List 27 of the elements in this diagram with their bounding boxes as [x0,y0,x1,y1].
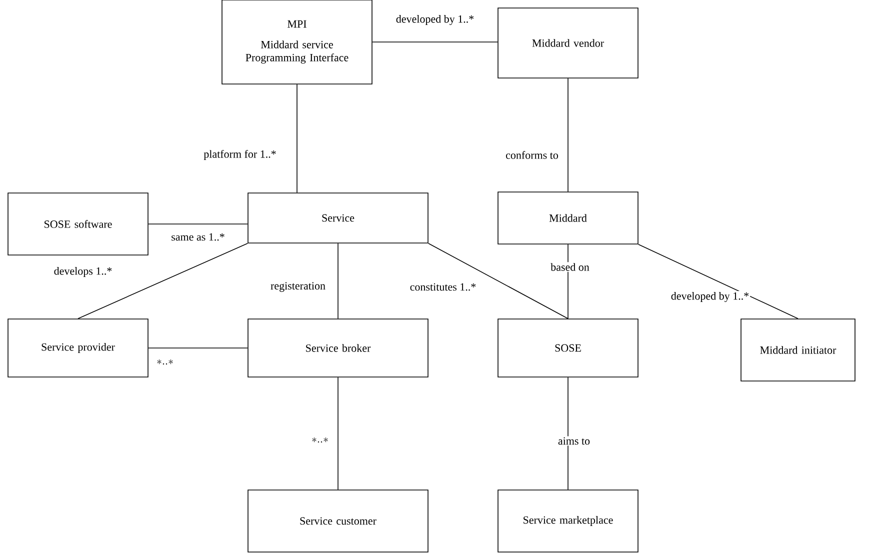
edge-label: aims to [556,436,592,446]
class-box: Middard initiator [740,318,856,382]
edge-label: same as 1..* [170,232,226,242]
edge-label: $*..*$ [156,358,174,366]
association-line [296,84,298,193]
class-box: MPI Middard service Programming Interface [222,0,372,84]
association-line [428,242,568,319]
class-box: Middard [498,192,638,244]
class-box: Service [248,192,428,244]
edge-label: conforms to [504,150,560,160]
edge-label: constitutes 1..* [408,282,478,292]
association-line [78,242,248,319]
class-box: SOSE software [8,192,148,256]
edge-label: developed by 1..* [394,14,476,26]
edge-label: $*..*$ [310,436,330,444]
edge-label: develops 1..* [52,266,114,278]
edge-label: developed by 1..* [670,290,750,303]
edge-label: registeration [270,281,326,293]
class-box: Service broker [248,318,428,378]
class-box: Service provider [8,318,148,378]
class-box: SOSE [498,318,638,378]
class-box: Middard vendor [498,8,638,78]
association-line [638,244,798,319]
class-box: Service customer [248,490,428,552]
edge-label: platform for 1..* [202,148,278,162]
class-box: Service marketplace [498,490,638,552]
edge-label: based on [550,262,590,272]
